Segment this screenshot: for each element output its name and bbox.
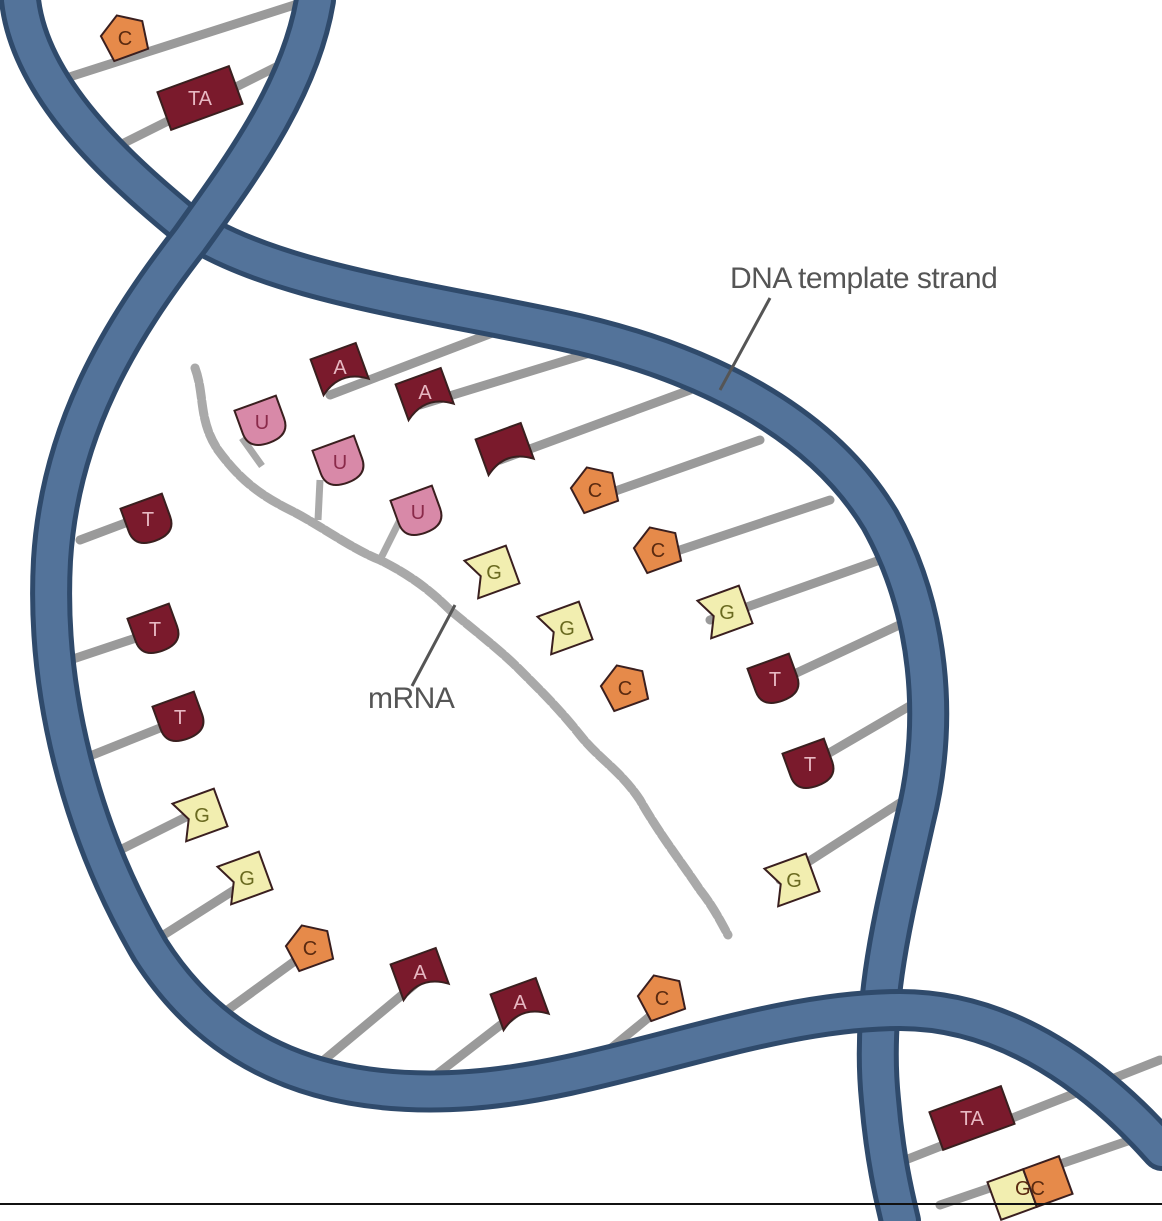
base-letter: A xyxy=(333,357,347,379)
mrna-strand xyxy=(195,368,728,935)
mrna-label-leader-line xyxy=(412,605,455,686)
base-letter: T xyxy=(769,669,781,691)
base-letter: A xyxy=(413,962,427,984)
base-a xyxy=(476,423,534,475)
base-letter: T xyxy=(804,754,816,776)
base-letter: T xyxy=(142,509,154,531)
base-letter: A xyxy=(418,382,432,404)
base-letter: C xyxy=(303,938,317,960)
base-letter: C xyxy=(588,480,602,502)
base-letter: C xyxy=(655,988,669,1010)
base-letter: A xyxy=(513,992,527,1014)
base-letter: G xyxy=(194,805,210,827)
base-letter: U xyxy=(255,412,269,434)
base-letter: G xyxy=(719,602,735,624)
mrna-connector xyxy=(318,480,320,520)
bottom-rule xyxy=(0,1203,1162,1205)
base-letter: C xyxy=(651,540,665,562)
base-letter: G xyxy=(559,618,575,640)
base-letter: T xyxy=(149,619,161,641)
base-letter: C xyxy=(618,678,632,700)
mrna-label: mRNA xyxy=(368,682,454,716)
base-letter: GC xyxy=(1015,1178,1045,1200)
dna-backbone xyxy=(20,0,1162,1221)
base-letter: T xyxy=(174,707,186,729)
base-letter: U xyxy=(333,452,347,474)
base-letter: TA xyxy=(960,1108,985,1130)
base-letter: C xyxy=(118,28,132,50)
base-letter: U xyxy=(411,502,425,524)
base-letter: TA xyxy=(188,88,213,110)
dna-template-strand-label: DNA template strand xyxy=(726,262,1001,296)
mrna-connector xyxy=(380,520,400,560)
base-letter: G xyxy=(486,562,502,584)
base-letter: G xyxy=(239,868,255,890)
base-letter: G xyxy=(786,870,802,892)
